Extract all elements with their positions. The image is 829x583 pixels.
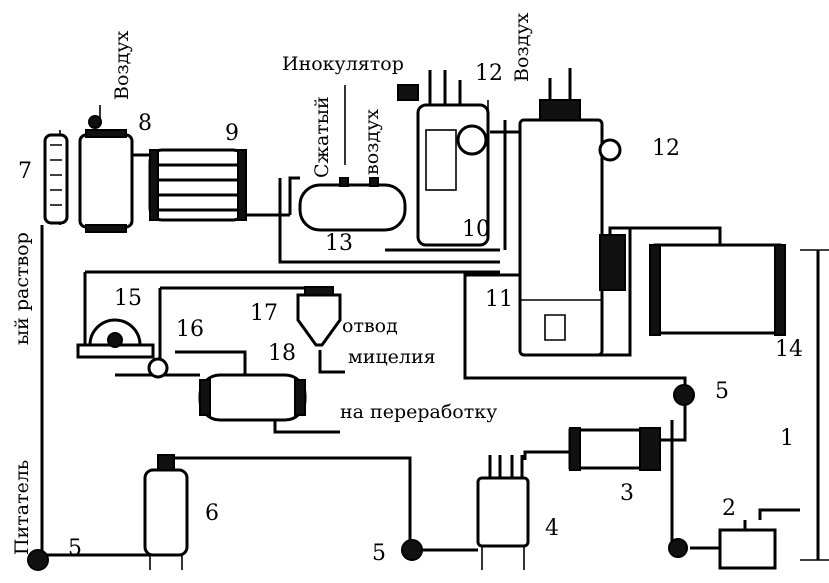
number-8: 8 xyxy=(138,111,152,136)
number-12-right: 12 xyxy=(652,136,680,161)
nutrient-solution-label-2: ый раствор xyxy=(11,232,33,345)
number-7: 7 xyxy=(18,159,32,184)
pump-bottom-right xyxy=(668,538,688,558)
number-11: 11 xyxy=(485,287,513,312)
number-1: 1 xyxy=(780,426,794,451)
inoculator-vessel-10 xyxy=(397,70,490,247)
heat-exchanger-3 xyxy=(568,427,661,471)
heat-exchanger-9 xyxy=(148,148,247,222)
tank-18 xyxy=(198,373,307,422)
inoculator-label: Инокулятор xyxy=(282,53,404,75)
number-10: 10 xyxy=(462,217,490,242)
air-label-right: Воздух xyxy=(511,12,533,82)
vessel-13 xyxy=(298,177,407,232)
separator-17 xyxy=(296,286,342,347)
separator-16 xyxy=(147,357,169,379)
air-filter-7 xyxy=(43,133,69,225)
number-2: 2 xyxy=(722,496,736,521)
number-5-middle: 5 xyxy=(372,541,386,566)
number-6: 6 xyxy=(205,501,219,526)
number-14: 14 xyxy=(775,337,803,362)
compressed-air-label-1: Сжатый xyxy=(311,96,333,178)
number-5-right: 5 xyxy=(715,379,729,404)
mixing-tank-4 xyxy=(476,455,530,570)
air-label-left: Воздух xyxy=(111,30,133,100)
number-18: 18 xyxy=(268,341,296,366)
fermenter-11 xyxy=(518,68,626,357)
to-processing-label: на переработку xyxy=(340,401,497,423)
pump-5-right xyxy=(673,384,695,406)
compressed-air-label-2: воздух xyxy=(361,109,383,175)
number-3: 3 xyxy=(620,481,634,506)
vacuum-filter-15 xyxy=(76,318,155,359)
number-17: 17 xyxy=(250,301,278,326)
pump-5-left xyxy=(27,549,49,571)
air-filter-8 xyxy=(78,115,134,233)
number-13: 13 xyxy=(325,231,353,256)
equipment-numbers: 1 2 3 4 5 5 5 6 7 8 9 10 11 12 12 13 14 … xyxy=(18,61,803,566)
number-9: 9 xyxy=(225,121,239,146)
tank-2 xyxy=(718,520,777,570)
number-15: 15 xyxy=(114,286,142,311)
number-5-left: 5 xyxy=(68,536,82,561)
dryer-14 xyxy=(649,243,786,336)
nutrient-solution-label-1: Питатель xyxy=(11,460,33,555)
mycelium-out-label-1: отвод xyxy=(342,315,398,337)
text-labels: Воздух Инокулятор Воздух Сжатый воздух П… xyxy=(11,12,533,555)
number-4: 4 xyxy=(545,516,559,541)
tank-6 xyxy=(143,454,189,570)
number-12-left: 12 xyxy=(475,61,503,86)
number-16: 16 xyxy=(176,317,204,342)
mycelium-out-label-2: мицелия xyxy=(348,346,436,368)
pump-5-middle xyxy=(401,539,423,561)
